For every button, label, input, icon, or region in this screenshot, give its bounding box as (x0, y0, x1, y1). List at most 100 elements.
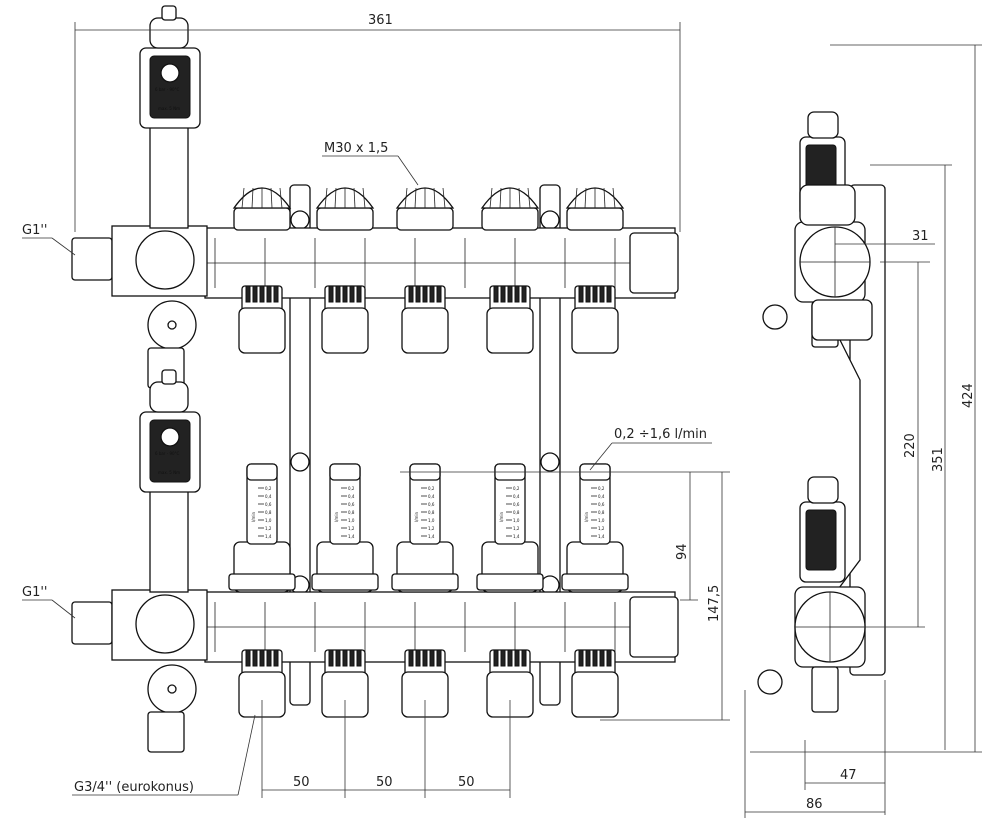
scale-label: 1,0 (428, 518, 435, 523)
scale-label: 0,4 (513, 494, 520, 499)
dimension-label: G3/4'' (eurokonus) (74, 780, 194, 795)
outlet-connector (571, 307, 619, 354)
flowmeter-nut (228, 573, 296, 591)
dimension-label: G1'' (22, 223, 48, 238)
vent-pressure-label: 6 bar - 90°C (155, 87, 180, 92)
bracket-rail (539, 184, 561, 706)
union-tooth (356, 285, 362, 303)
scale-label: 0,4 (348, 494, 355, 499)
union-tooth (349, 649, 355, 667)
union-tooth (493, 649, 499, 667)
scale-label: 1,0 (513, 518, 520, 523)
flowmeter-unit-label: l/min (584, 512, 589, 522)
dimension-label: 86 (806, 797, 823, 812)
union-tooth (408, 285, 414, 303)
flowmeter-unit-label: l/min (414, 512, 419, 522)
scale-label: 0,4 (428, 494, 435, 499)
union-tooth (507, 285, 513, 303)
drain-fitting (147, 711, 185, 753)
dimension-label: 47 (840, 768, 857, 783)
scale-label: 0,8 (348, 510, 355, 515)
scale-label: 1,0 (265, 518, 272, 523)
return-manifold-bar: 6 bar - 90°C max. 5 Nm (71, 5, 679, 389)
air-vent-label-plate (149, 419, 191, 483)
dimension-220: 220 (830, 262, 925, 628)
scale-label: 0,6 (428, 502, 435, 507)
inlet-fitting (71, 601, 113, 645)
dimension-thread: M30 x 1,5 (322, 141, 419, 186)
union-tooth (408, 649, 414, 667)
union-tooth (273, 649, 279, 667)
union-tooth (422, 285, 428, 303)
valve-cap-base (566, 207, 624, 231)
bracket-hole (290, 210, 310, 230)
union-tooth (429, 649, 435, 667)
outlet-connector (238, 307, 286, 354)
dimension-351: 351 (870, 164, 952, 750)
scale-label: 0,6 (265, 502, 272, 507)
dimension-label: 424 (961, 383, 976, 408)
manifold-end-cap (629, 232, 679, 294)
scale-label: 0,8 (428, 510, 435, 515)
union-tooth (245, 649, 251, 667)
dimension-label: 50 (376, 775, 393, 790)
scale-label: 1,0 (348, 518, 355, 523)
scale-label: 0,2 (348, 486, 355, 491)
union-tooth (500, 285, 506, 303)
union-tooth (328, 649, 334, 667)
bracket-hole (540, 575, 560, 595)
outlet-4: 0,20,40,60,81,01,21,4l/min (476, 463, 544, 718)
valve-cap-base (316, 207, 374, 231)
dimension-424: 424 (750, 44, 982, 753)
scale-label: 0,4 (598, 494, 605, 499)
air-vent-button (161, 5, 177, 21)
union-tooth (259, 285, 265, 303)
valve-cap-base (396, 207, 454, 231)
vent-symbol-icon (160, 63, 180, 83)
side-vent-cap (807, 111, 839, 139)
cap-grip-line (518, 187, 521, 209)
bracket-hole (540, 210, 560, 230)
scale-label: 1,2 (265, 526, 272, 531)
cap-grip-line (527, 187, 531, 209)
scale-label: 1,4 (513, 534, 520, 539)
air-vent-cap (149, 17, 189, 49)
union-tooth (245, 285, 251, 303)
vent-symbol-icon (160, 427, 180, 447)
cap-grip-line (251, 187, 254, 209)
cap-grip-line (603, 187, 606, 209)
cap-grip-line (270, 187, 273, 209)
vent-pressure-label: 6 bar - 90°C (155, 451, 180, 456)
scale-label: 0,6 (513, 502, 520, 507)
dimension-31: 31 (835, 229, 935, 263)
flowmeter-nut (311, 573, 379, 591)
dimension-label: 147,5 (707, 585, 722, 622)
dimension-label: 361 (368, 13, 393, 28)
outlet-2 (315, 187, 375, 354)
outlet-2: 0,20,40,60,81,01,21,4l/min (311, 463, 379, 718)
outlet-connector (486, 307, 534, 354)
cap-grip-line (334, 187, 337, 209)
scale-label: 1,2 (598, 526, 605, 531)
dimension-label: M30 x 1,5 (324, 141, 388, 156)
cap-grip-line (612, 187, 616, 209)
union-tooth (429, 285, 435, 303)
flowmeter-unit-label: l/min (251, 512, 256, 522)
union-tooth (500, 649, 506, 667)
vent-torque-label: max. 5 Nm (158, 106, 180, 111)
union-tooth (349, 285, 355, 303)
union-tooth (342, 649, 348, 667)
cap-grip-line (324, 187, 328, 209)
vent-column (149, 486, 189, 593)
air-vent-button (161, 369, 177, 385)
scale-label: 0,2 (513, 486, 520, 491)
union-tooth (266, 285, 272, 303)
union-tooth (606, 285, 612, 303)
union-tooth (259, 649, 265, 667)
cap-grip-line (353, 187, 356, 209)
dimension-flow-range: 0,2 ÷1,6 l/min (589, 427, 712, 471)
dimension-label: 31 (912, 229, 929, 244)
dimension-outlet-spacing: 50 50 50 (261, 700, 511, 798)
dimension-label: 50 (458, 775, 475, 790)
air-vent-cap (149, 381, 189, 413)
